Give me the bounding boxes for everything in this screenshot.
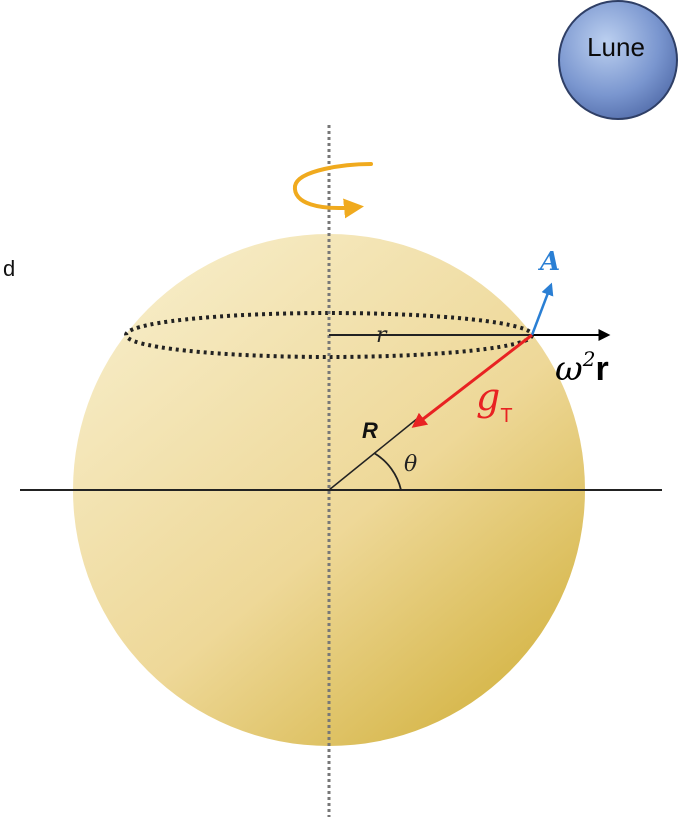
- omega-r: r: [595, 350, 608, 388]
- small-radius-label: r: [376, 323, 388, 348]
- rotation-arrow-icon: [292, 162, 373, 219]
- omega-symbol: ω: [555, 349, 583, 389]
- vector-a-arrow: [530, 282, 554, 336]
- moon-icon: [558, 0, 678, 120]
- gravity-symbol: g: [476, 375, 500, 419]
- vector-a-label: A: [537, 247, 560, 277]
- centrifugal-label: ω2r: [555, 347, 609, 389]
- moon-label: Lune: [587, 32, 645, 62]
- edge-text-fragment: d: [3, 256, 15, 281]
- gravity-label: gT: [476, 375, 513, 427]
- omega-exponent: 2: [582, 347, 596, 371]
- moon-badge: Lune: [558, 0, 678, 120]
- gravity-arrow: [411, 333, 533, 428]
- angle-label: θ: [404, 452, 417, 477]
- big-radius-label: R: [362, 418, 378, 443]
- gravity-subscript: T: [500, 405, 512, 427]
- big-radius-line: [328, 417, 419, 491]
- angle-arc: [373, 452, 402, 491]
